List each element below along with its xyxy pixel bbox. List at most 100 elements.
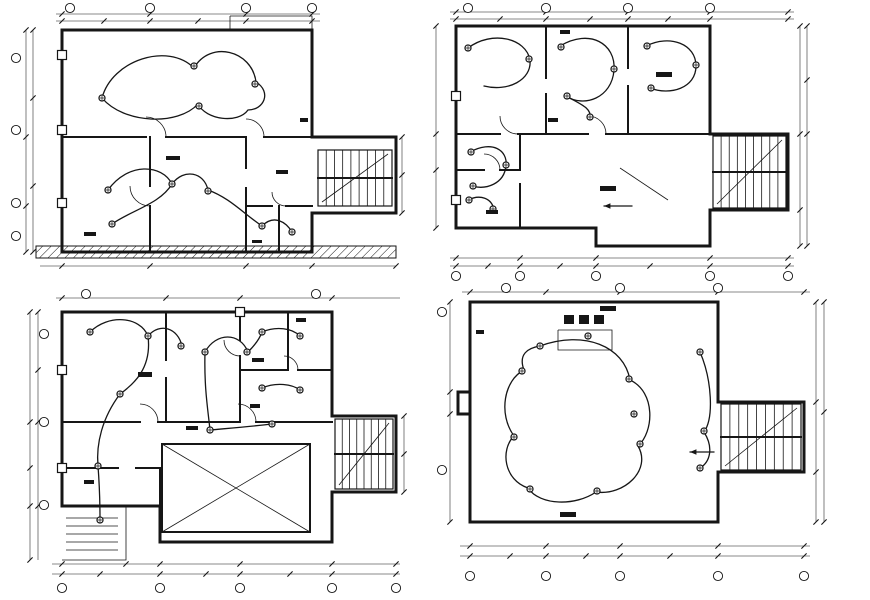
wall-path bbox=[454, 24, 712, 230]
dimension-tick bbox=[467, 553, 473, 559]
electrical-wiring-path bbox=[207, 189, 263, 227]
dimension-tick bbox=[30, 27, 36, 33]
light-fixture-cross-icon bbox=[464, 44, 472, 52]
dimension-tick bbox=[804, 131, 810, 137]
column-marker bbox=[450, 90, 462, 102]
detail-line bbox=[271, 191, 287, 207]
text-annotation-mark bbox=[84, 480, 94, 484]
electrical-wiring-path bbox=[204, 351, 211, 431]
electrical-wiring-path bbox=[204, 336, 249, 353]
dimension-tick bbox=[401, 451, 407, 457]
grid-bubble bbox=[514, 270, 526, 282]
text-annotation-mark bbox=[252, 358, 264, 362]
direction-arrowhead-icon bbox=[690, 449, 697, 455]
dimension-tick bbox=[707, 255, 713, 261]
dimension-tick bbox=[393, 561, 399, 567]
wall-path bbox=[310, 135, 398, 215]
dimension-tick bbox=[497, 16, 503, 22]
grid-bubble bbox=[38, 499, 50, 511]
grid-bubble bbox=[390, 582, 402, 594]
grid-bubble bbox=[450, 270, 462, 282]
light-fixture-cross-icon bbox=[525, 55, 533, 63]
detail-line bbox=[499, 115, 519, 135]
dimension-tick bbox=[593, 263, 599, 269]
dimension-tick bbox=[30, 183, 36, 189]
detail-line bbox=[557, 329, 613, 351]
light-fixture-cross-icon bbox=[467, 148, 475, 156]
cross-marked-area bbox=[161, 443, 311, 533]
dimension-tick bbox=[797, 23, 803, 29]
dimension-tick bbox=[59, 571, 65, 577]
dimension-tick bbox=[813, 469, 819, 475]
dimension-tick bbox=[433, 23, 439, 29]
dimension-tick bbox=[813, 519, 819, 525]
grid-bubble bbox=[614, 570, 626, 582]
light-fixture-cross-icon bbox=[268, 420, 276, 428]
grid-bubble bbox=[38, 416, 50, 428]
light-fixture-cross-icon bbox=[610, 65, 618, 73]
column-marker bbox=[234, 306, 246, 318]
text-annotation-mark bbox=[250, 404, 260, 408]
dimension-tick bbox=[467, 543, 473, 549]
text-annotation-mark bbox=[600, 186, 616, 191]
wall-path bbox=[468, 470, 720, 524]
electrical-wiring-path bbox=[209, 423, 273, 431]
column-marker bbox=[450, 194, 462, 206]
dimension-tick bbox=[309, 18, 315, 24]
electrical-wiring-path bbox=[247, 331, 263, 353]
grid-bubble bbox=[56, 582, 68, 594]
grid-bubble bbox=[590, 270, 602, 282]
detail-line bbox=[237, 403, 257, 423]
dimension-tick bbox=[647, 263, 653, 269]
dimension-tick bbox=[401, 489, 407, 495]
electrical-wiring-path bbox=[107, 168, 209, 191]
electrical-wiring-path bbox=[469, 146, 507, 188]
detail-line bbox=[129, 185, 151, 207]
electrical-wiring-path bbox=[89, 319, 183, 347]
wall-path bbox=[708, 132, 790, 212]
grid-bubble bbox=[10, 197, 22, 209]
light-fixture-cross-icon bbox=[643, 42, 651, 50]
dimension-tick bbox=[667, 553, 673, 559]
light-fixture-cross-icon bbox=[243, 348, 251, 356]
wall-path bbox=[456, 390, 472, 416]
dimension-tick bbox=[785, 9, 791, 15]
light-fixture-cross-icon bbox=[94, 462, 102, 470]
dimension-tick bbox=[203, 571, 209, 577]
light-fixture-cross-icon bbox=[104, 186, 112, 194]
stair-direction-line bbox=[716, 139, 783, 205]
text-annotation-mark bbox=[600, 306, 616, 311]
grid-bubble bbox=[712, 570, 724, 582]
dimension-tick bbox=[27, 419, 33, 425]
dimension-tick bbox=[23, 203, 29, 209]
light-fixture-cross-icon bbox=[201, 348, 209, 356]
dimension-tick bbox=[617, 553, 623, 559]
column-marker bbox=[56, 49, 68, 61]
dimension-tick bbox=[813, 299, 819, 305]
grid-bubble bbox=[436, 306, 448, 318]
electrical-wiring-path bbox=[504, 339, 651, 503]
dimension-tick bbox=[707, 263, 713, 269]
dimension-tick bbox=[797, 243, 803, 249]
dimension-tick bbox=[453, 9, 459, 15]
dimension-tick bbox=[101, 18, 107, 24]
wall-path bbox=[468, 300, 720, 524]
dimension-tick bbox=[433, 131, 439, 137]
light-fixture-cross-icon bbox=[696, 464, 704, 472]
dimension-tick bbox=[485, 263, 491, 269]
grid-bubble bbox=[64, 2, 76, 14]
dimension-tick bbox=[23, 249, 29, 255]
dimension-tick bbox=[399, 210, 405, 216]
stair-direction-line bbox=[724, 407, 798, 467]
plan-top-left bbox=[10, 2, 405, 269]
dimension-tick bbox=[557, 263, 563, 269]
text-annotation-mark bbox=[300, 118, 308, 122]
dimension-tick bbox=[785, 263, 791, 269]
light-fixture-cross-icon bbox=[296, 332, 304, 340]
dimension-tick bbox=[821, 519, 827, 525]
light-fixture-cross-icon bbox=[258, 222, 266, 230]
dimension-tick bbox=[399, 172, 405, 178]
dimension-tick bbox=[447, 389, 453, 395]
light-fixture-cross-icon bbox=[536, 342, 544, 350]
